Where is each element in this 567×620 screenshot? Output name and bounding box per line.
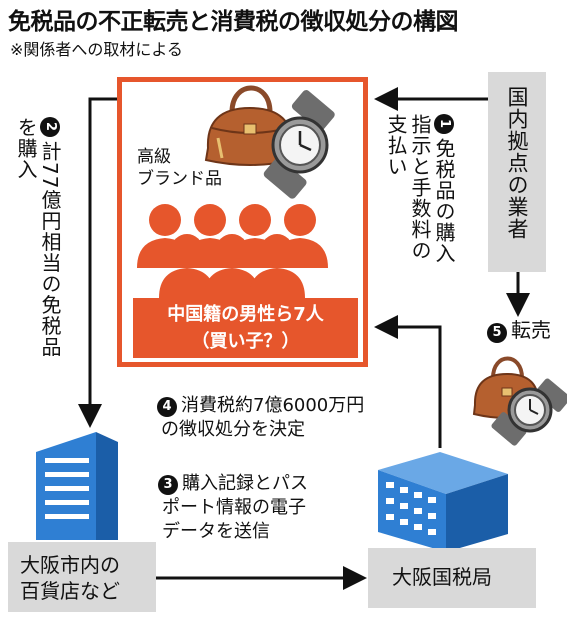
arrow-step4: [374, 315, 442, 448]
store-label-line2: 百貨店など: [20, 579, 120, 603]
dealer-label: 国内拠点の業者: [505, 86, 529, 240]
step-number: 2: [40, 117, 60, 137]
step2-label: 2計77億円相当の免税品 を購入: [14, 117, 62, 358]
tax-office-label: 大阪国税局: [392, 565, 492, 589]
page-title: 免税品の不正転売と消費税の徴収処分の構図: [8, 9, 459, 35]
arrow-step2: [78, 97, 117, 428]
step-number: 4: [157, 397, 177, 417]
step-number: 1: [434, 114, 454, 134]
buyers-label: 中国籍の男性ら7人 （買い子？）: [133, 298, 358, 358]
step1-label: 1免税品の購入 指示と手数料の 支払い: [384, 114, 456, 264]
source-note: ※関係者への取材による: [10, 40, 183, 59]
step-number: 5: [487, 323, 507, 343]
step-number: 3: [158, 475, 178, 495]
tax-office-box: 大阪国税局: [368, 548, 536, 608]
luxury-brand-label: 高級 ブランド品: [137, 147, 222, 189]
department-store-box: 大阪市内の 百貨店など: [8, 542, 156, 612]
store-label-line1: 大阪市内の: [20, 553, 120, 577]
dealer-box: 国内拠点の業者: [488, 72, 546, 272]
